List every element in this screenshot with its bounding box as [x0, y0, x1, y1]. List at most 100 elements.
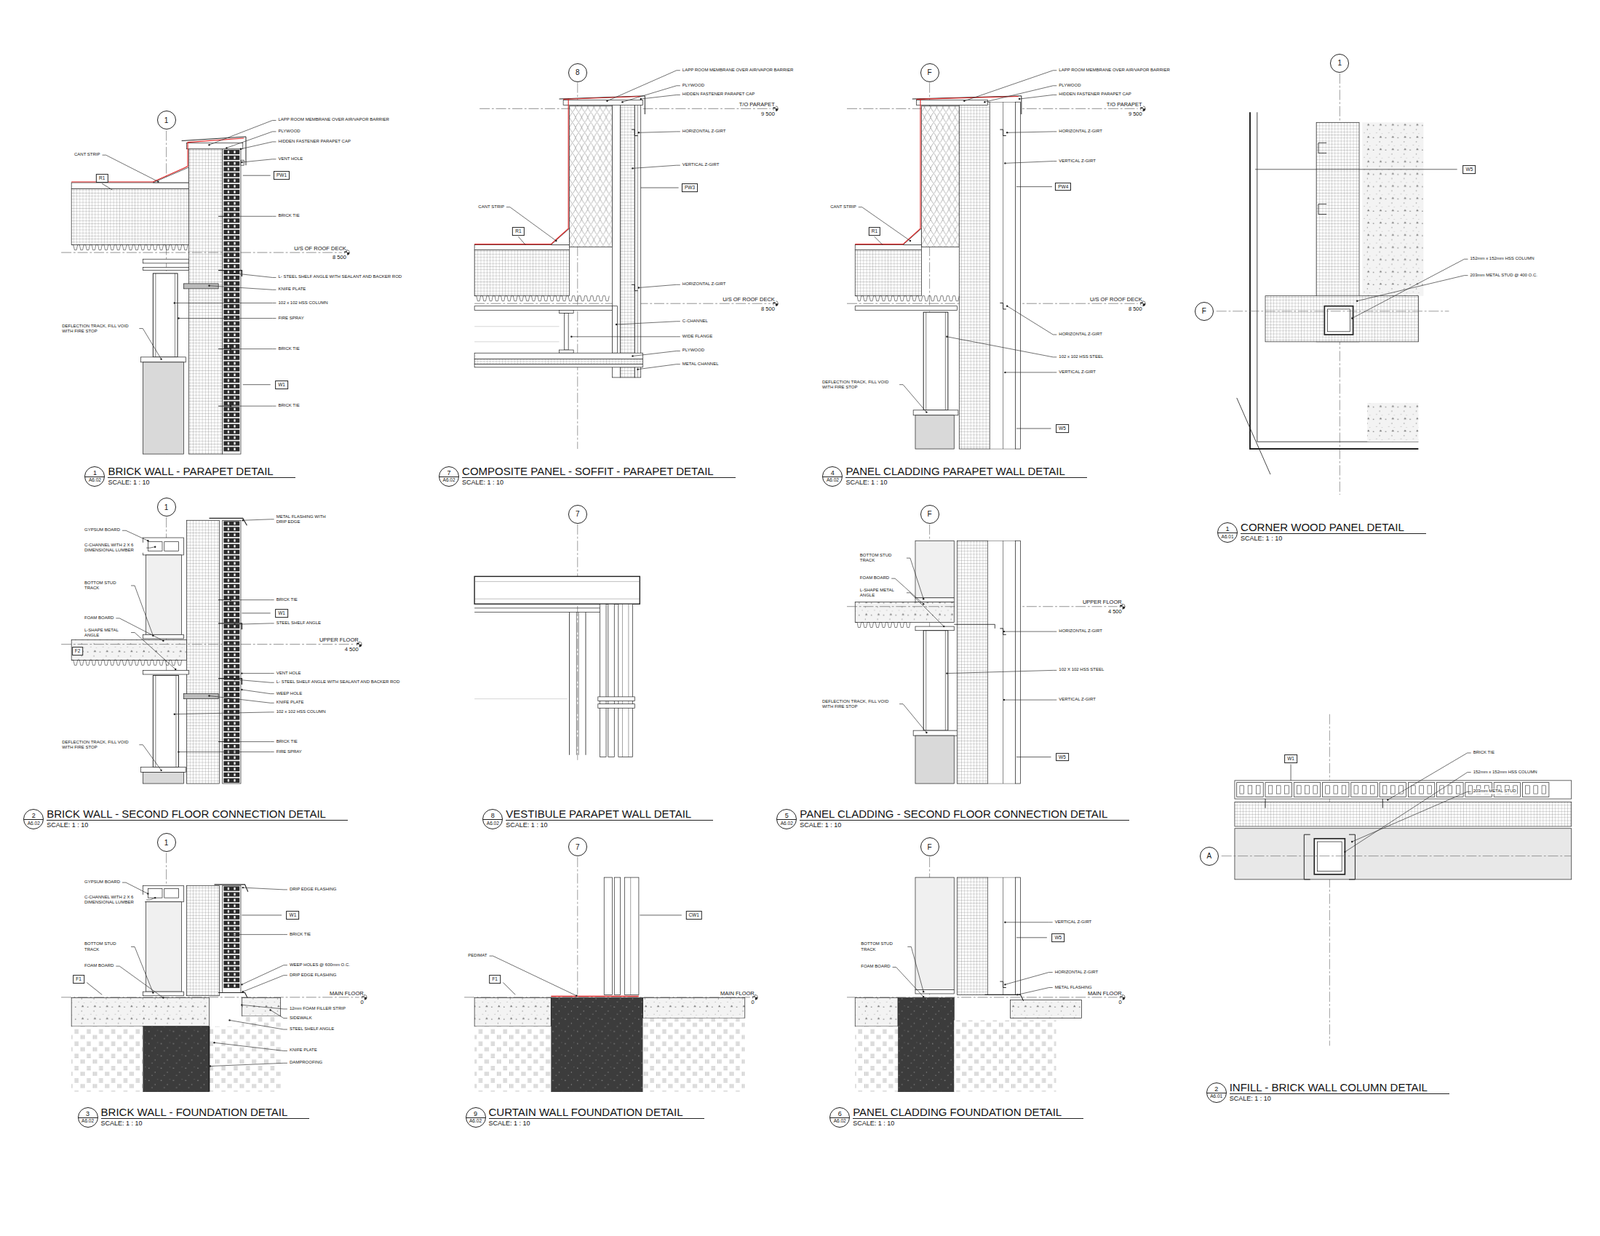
material-fill: [1265, 296, 1419, 342]
material-fill: [233, 202, 236, 205]
material-fill: [233, 328, 236, 331]
type-tag: W5: [1055, 753, 1069, 762]
material-fill: [614, 877, 620, 995]
material-fill: [913, 410, 959, 416]
material-fill: [223, 560, 240, 566]
drawing-line: [1236, 397, 1271, 475]
material-fill: [233, 636, 236, 639]
callout-note: HIDDEN FASTENER PARAPET CAP: [681, 92, 756, 98]
detail-number: 7: [439, 469, 459, 477]
tag-label: R1: [871, 228, 878, 234]
leader-dot: [233, 678, 236, 681]
drawing-line: [630, 877, 631, 995]
material-fill: [227, 288, 230, 291]
grid-label: F: [927, 68, 933, 77]
callout-note: HORIZONTAL Z-GIRT: [1057, 128, 1104, 134]
leader-line: [174, 712, 275, 715]
level-label: MAIN FLOOR: [1087, 989, 1123, 997]
material-fill: [223, 406, 240, 412]
level-label: 0: [359, 998, 364, 1006]
drawing-line: [1255, 168, 1458, 170]
material-fill: [227, 396, 230, 399]
leader-line: [115, 966, 163, 998]
leader-dot: [160, 357, 162, 360]
material-fill: [227, 544, 230, 548]
material-fill: [988, 877, 1016, 995]
callout-note: BOTTOM STUD TRACK: [860, 941, 906, 952]
drawing-path: [854, 622, 911, 628]
leader-line: [241, 159, 276, 163]
material-fill: [227, 899, 230, 902]
material-fill: [233, 282, 236, 285]
material-fill: [233, 556, 236, 559]
material-fill: [227, 699, 230, 702]
material-fill: [223, 572, 240, 577]
type-tag: CW1: [685, 910, 702, 920]
grid-label: 1: [164, 116, 169, 125]
material-fill: [227, 414, 230, 417]
leader-dot: [1343, 851, 1346, 853]
material-fill: [223, 903, 240, 909]
material-fill: [474, 998, 551, 1027]
material-fill: [223, 424, 240, 429]
material-fill: [233, 648, 236, 651]
drawing-line: [218, 741, 231, 743]
material-fill: [223, 229, 240, 235]
drawing-line: [576, 611, 577, 755]
title-bubble: 3A6.02: [77, 1107, 99, 1128]
material-fill: [227, 767, 230, 770]
leader-dot: [983, 101, 986, 103]
material-fill: [223, 349, 240, 355]
sheet-number: A6.02: [830, 1118, 850, 1124]
title-text-column: CURTAIN WALL FOUNDATION DETAILSCALE: 1 :…: [488, 1105, 706, 1128]
leader-line: [984, 85, 1057, 102]
material-fill: [146, 555, 182, 635]
title-bubble: 8A6.02: [482, 809, 503, 830]
detail-title-text: BRICK WALL - SECOND FLOOR CONNECTION DET…: [46, 807, 348, 821]
scale-note: SCALE: 1 : 10: [107, 478, 295, 487]
material-fill: [1324, 306, 1353, 335]
material-fill: [233, 967, 236, 970]
drawing-line: [622, 603, 623, 757]
material-fill: [223, 601, 240, 606]
callout-note: WEEP HOLE: [275, 691, 304, 697]
material-fill: [223, 624, 240, 629]
material-fill: [227, 727, 230, 730]
material-fill: [227, 921, 230, 925]
detail-title: 1A6.01CORNER WOOD PANEL DETAILSCALE: 1 :…: [1217, 522, 1427, 543]
material-fill: [223, 704, 240, 709]
detail-title-text: VESTIBULE PARAPET WALL DETAIL: [505, 807, 714, 821]
material-fill: [915, 877, 954, 990]
leader-line: [1019, 94, 1057, 99]
material-fill: [142, 259, 189, 264]
callout-note: FIRE SPRAY: [275, 749, 303, 755]
material-fill: [223, 395, 240, 401]
callout-note: HORIZONTAL Z-GIRT: [1057, 629, 1104, 635]
material-fill: [233, 304, 236, 308]
leader-dot: [228, 1019, 230, 1021]
material-fill: [233, 613, 236, 616]
grid-label: 7: [575, 843, 580, 852]
drawing-line: [578, 611, 580, 755]
drawing-path: [347, 252, 350, 256]
title-bubble: 5A6.02: [776, 809, 797, 830]
material-fill: [227, 156, 230, 159]
drawing-line: [1016, 186, 1053, 187]
leader-line: [1004, 161, 1057, 164]
leader-line: [208, 695, 274, 703]
type-tag: PW1: [273, 170, 290, 180]
callout-note: STEEL SHELF ANGLE: [275, 620, 322, 626]
material-fill: [227, 533, 230, 536]
leader-dot: [942, 625, 945, 628]
leader-dot: [240, 161, 243, 163]
material-fill: [227, 773, 230, 776]
material-fill: [233, 950, 236, 953]
grid-bubble: 7: [568, 837, 588, 857]
callout-note: C-CHANNEL WITH 2 X 6 DIMENSIONAL LUMBER: [83, 894, 145, 906]
material-fill: [223, 298, 240, 303]
drawing-path: [359, 644, 363, 648]
type-tag: R1: [512, 227, 524, 236]
callout-note: FOAM BOARD: [83, 964, 115, 970]
